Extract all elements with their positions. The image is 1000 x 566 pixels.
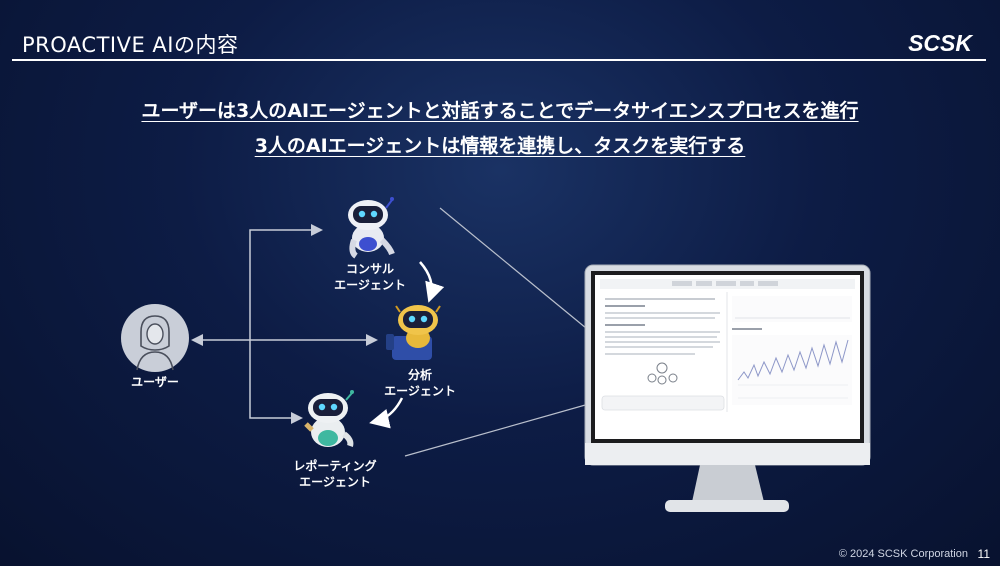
reporting-agent-label: レポーティング エージェント [285,458,385,490]
user-to-consult-arrow [249,224,323,340]
analysis-agent-label-line2: エージェント [384,384,456,398]
consult-to-analysis-arrow [419,261,445,303]
copyright: © 2024 SCSK Corporation [838,548,968,560]
callout-line-bottom [404,397,611,457]
scsk-logo: SCSK [908,30,972,56]
user-to-reporting-arrow [249,340,303,424]
analysis-agent-label: 分析 エージェント [375,367,465,399]
title-divider [12,59,986,61]
consult-agent-label: コンサル エージェント [325,261,415,293]
consult-agent-label-line1: コンサル [345,262,394,276]
reporting-agent-label-line2: エージェント [299,475,371,489]
consult-agent-robot-icon [348,197,395,259]
analysis-to-reporting-arrow [369,397,404,429]
monitor-illustration [584,264,871,512]
consult-agent-label-line2: エージェント [334,278,406,292]
page-number: 11 [977,547,990,561]
reporting-agent-robot-icon [304,390,354,447]
analysis-agent-robot-icon [386,305,441,360]
user-label: ユーザー [131,375,179,389]
analysis-agent-label-line1: 分析 [407,368,432,382]
user-avatar-icon [121,304,189,372]
headline-1: ユーザーは3人のAIエージェントと対話することでデータサイエンスプロセスを進行 [141,100,859,122]
headline-2: 3人のAIエージェントは情報を連携し、タスクを実行する [254,135,746,157]
reporting-agent-label-line1: レポーティング [293,459,377,473]
page-title: PROACTIVE AIの内容 [22,33,239,57]
